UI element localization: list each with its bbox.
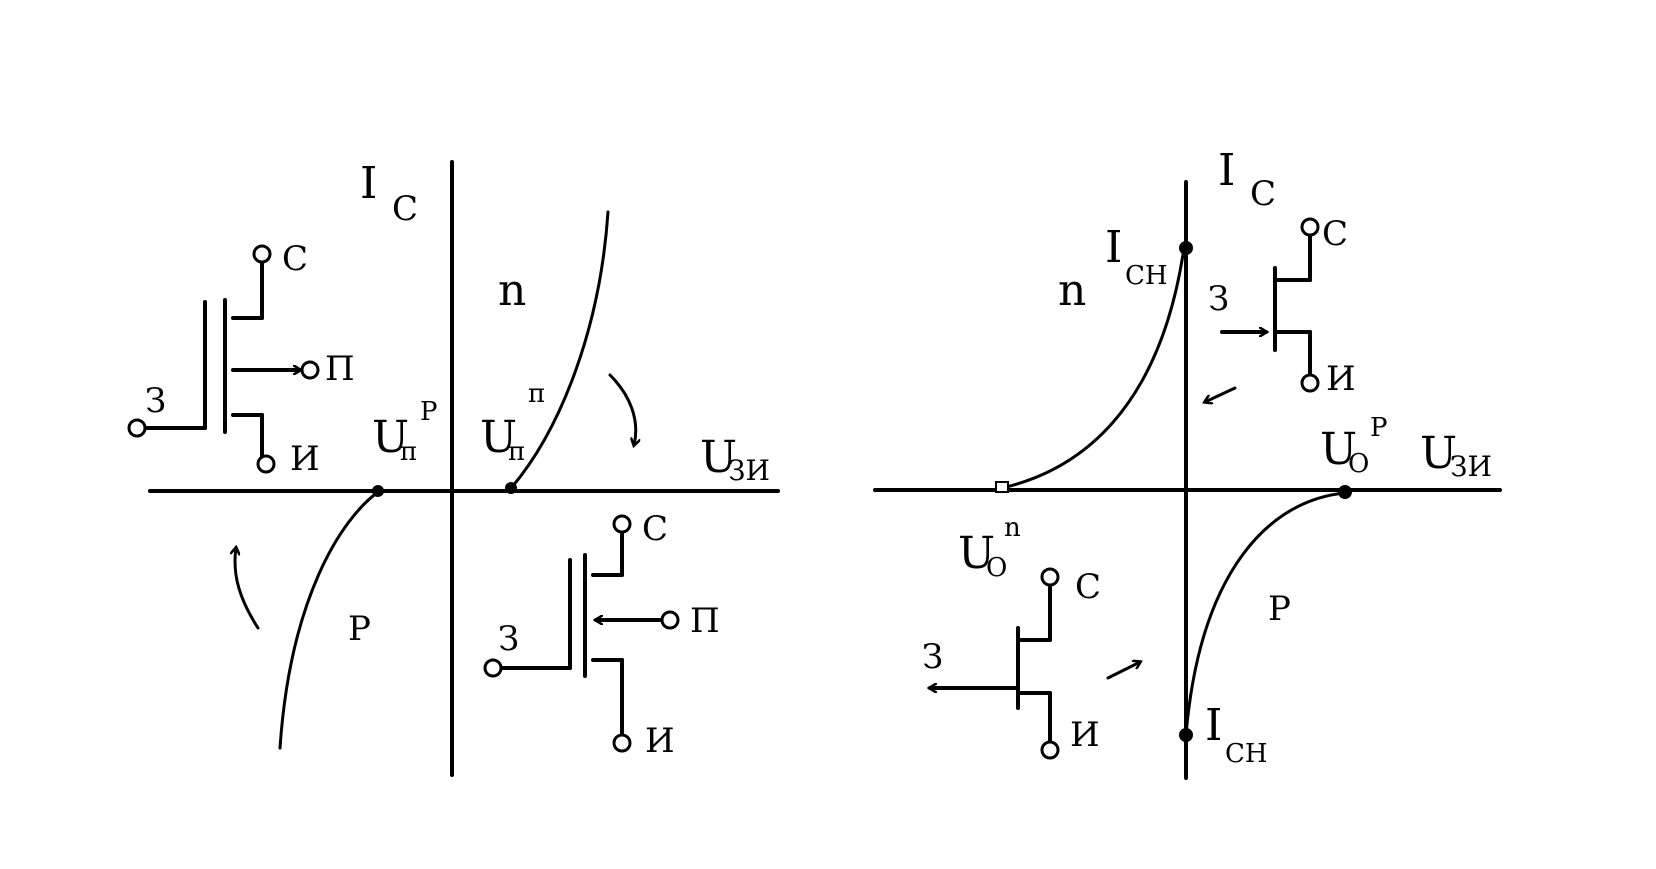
right-cutoff-n-label: U xyxy=(958,528,995,579)
right-graph: I C U ЗИ n P I CH I CH U O P U O n xyxy=(873,145,1502,780)
right-x-axis-label-sub: ЗИ xyxy=(1450,450,1492,483)
right-cutoff-p-sup: P xyxy=(1370,413,1388,443)
right-jfet-top-drain: С xyxy=(1322,214,1348,254)
left-threshold-n-sup: п xyxy=(528,379,545,409)
right-p-region-label: P xyxy=(1268,589,1291,629)
right-p-cutoff-point xyxy=(1338,485,1352,499)
left-graph: I C U ЗИ n P U п P U п п xyxy=(127,158,780,777)
right-jfet-top: З С И xyxy=(1208,214,1356,399)
right-cutoff-p-label: U xyxy=(1320,424,1357,475)
left-arrow-up xyxy=(235,548,260,630)
left-p-threshold-point xyxy=(372,485,384,497)
left-n-region-label: n xyxy=(498,265,526,316)
left-mosfet-bottom: З С П И xyxy=(483,509,720,761)
left-y-axis-label-sub: C xyxy=(392,189,418,229)
left-p-region-label: P xyxy=(348,609,371,649)
right-p-curve xyxy=(1184,491,1347,737)
right-n-cutoff-point xyxy=(995,481,1009,493)
left-mosfet-bottom-gate: З xyxy=(498,619,519,659)
left-mosfet-top-source: И xyxy=(290,439,320,479)
right-jfet-bottom: З С И xyxy=(922,567,1101,760)
left-mosfet-bottom-drain: С xyxy=(642,509,668,549)
right-jfet-bottom-source: И xyxy=(1070,715,1100,755)
right-cutoff-n-sub: O xyxy=(986,553,1007,583)
right-jfet-top-source: И xyxy=(1326,359,1356,399)
right-p-saturation-point xyxy=(1179,728,1193,742)
right-jfet-bottom-drain: С xyxy=(1075,567,1101,607)
right-y-axis-label: I xyxy=(1218,145,1235,196)
left-arrow-down xyxy=(608,373,636,445)
left-mosfet-top-substrate: П xyxy=(325,349,355,389)
left-x-axis-label: U xyxy=(700,432,737,483)
left-threshold-p-sup: P xyxy=(420,397,438,427)
left-mosfet-bottom-substrate: П xyxy=(690,601,720,641)
right-n-region-label: n xyxy=(1058,265,1086,316)
left-threshold-p-label: U xyxy=(372,412,409,463)
right-sat-top-sub: CH xyxy=(1125,261,1168,291)
right-arrow-left xyxy=(1205,386,1237,402)
right-sat-bottom-label: I xyxy=(1205,700,1222,751)
left-threshold-n-sub: п xyxy=(508,437,525,467)
right-sat-bottom-sub: CH xyxy=(1225,739,1268,769)
left-mosfet-top-gate: З xyxy=(145,381,166,421)
right-sat-top-label: I xyxy=(1105,222,1122,273)
right-n-saturation-point xyxy=(1179,241,1193,255)
right-y-axis-label-sub: C xyxy=(1250,174,1276,214)
left-threshold-n-label: U xyxy=(480,412,517,463)
left-n-threshold-point xyxy=(505,482,517,494)
right-cutoff-n-sup: n xyxy=(1004,513,1021,543)
left-mosfet-bottom-source: И xyxy=(645,721,675,761)
right-jfet-top-gate: З xyxy=(1208,279,1229,319)
right-x-axis-label: U xyxy=(1420,428,1457,479)
left-y-axis-label: I xyxy=(360,158,377,209)
left-x-axis-label-sub: ЗИ xyxy=(728,454,770,487)
left-mosfet-top-drain: С xyxy=(282,239,308,279)
right-n-curve xyxy=(1000,246,1186,490)
right-jfet-bottom-gate: З xyxy=(922,637,943,677)
left-n-curve xyxy=(510,210,610,489)
left-p-curve xyxy=(278,490,380,750)
right-cutoff-p-sub: O xyxy=(1348,449,1369,479)
left-threshold-p-sub: п xyxy=(400,437,417,467)
left-mosfet-top: З С П И xyxy=(127,239,355,479)
right-arrow-right xyxy=(1106,662,1140,680)
